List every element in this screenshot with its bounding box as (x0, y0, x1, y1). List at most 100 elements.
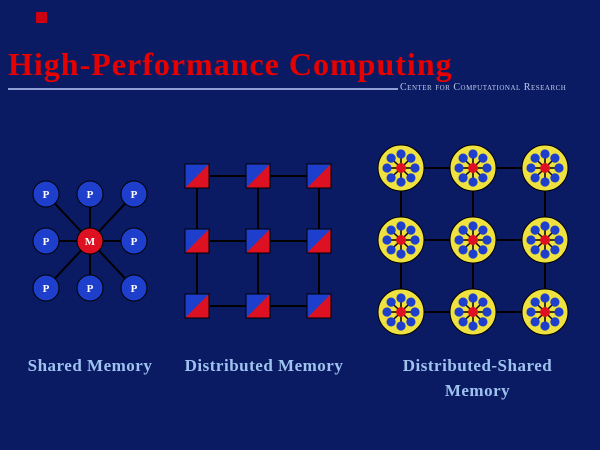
processor-node (32, 180, 60, 208)
cluster-processor-dot (386, 245, 396, 255)
corner-decoration (36, 12, 47, 23)
cluster-processor-dot (540, 221, 550, 231)
mesh-node (184, 163, 210, 189)
cluster-processor-dot (550, 317, 560, 327)
cluster-memory-dot (468, 163, 478, 173)
cluster-memory-dot (540, 235, 550, 245)
cluster-memory-dot (396, 307, 406, 317)
cluster-processor-dot (540, 321, 550, 331)
processor-node (120, 227, 148, 255)
cluster-processor-dot (554, 307, 564, 317)
cluster-processor-dot (540, 149, 550, 159)
cluster-processor-dot (468, 249, 478, 259)
cluster-processor-dot (458, 317, 468, 327)
processor-node (32, 274, 60, 302)
cluster-processor-dot (406, 297, 416, 307)
cluster-processor-dot (410, 235, 420, 245)
cluster-processor-dot (406, 153, 416, 163)
cluster-processor-dot (396, 321, 406, 331)
cluster-processor-dot (458, 245, 468, 255)
processor-node (32, 227, 60, 255)
cluster-processor-dot (530, 225, 540, 235)
cluster-memory-dot (396, 235, 406, 245)
processor-node-label: P (43, 189, 50, 201)
cluster-memory-dot (540, 163, 550, 173)
cluster-processor-dot (478, 153, 488, 163)
processor-node-label: P (43, 236, 50, 248)
cluster-processor-dot (386, 297, 396, 307)
cluster-memory-dot (396, 163, 406, 173)
mesh-node (306, 163, 332, 189)
cluster-processor-dot (478, 173, 488, 183)
cluster-processor-dot (540, 177, 550, 187)
org-subtitle: Center for Computational Research (400, 82, 567, 93)
cluster-processor-dot (550, 153, 560, 163)
cluster-processor-dot (468, 293, 478, 303)
cluster-processor-dot (550, 173, 560, 183)
cluster-memory-dot (540, 307, 550, 317)
cluster-processor-dot (478, 245, 488, 255)
processor-node (120, 180, 148, 208)
cluster-processor-dot (396, 177, 406, 187)
cluster-processor-dot (396, 293, 406, 303)
cluster-processor-dot (386, 153, 396, 163)
cluster-processor-dot (454, 163, 464, 173)
caption-distributed-memory: Distributed Memory (184, 356, 344, 375)
cluster-processor-dot (530, 297, 540, 307)
cluster-processor-dot (540, 249, 550, 259)
cluster-processor-dot (530, 317, 540, 327)
cluster-processor-dot (468, 221, 478, 231)
cluster-processor-dot (468, 321, 478, 331)
cluster-processor-dot (386, 173, 396, 183)
processor-node-label: P (131, 236, 138, 248)
cluster-processor-dot (482, 163, 492, 173)
cluster-processor-dot (478, 297, 488, 307)
cluster-processor-dot (468, 177, 478, 187)
cluster-processor-dot (396, 221, 406, 231)
cluster-processor-dot (530, 153, 540, 163)
cluster-processor-dot (406, 225, 416, 235)
cluster-processor-dot (478, 317, 488, 327)
processor-node (76, 274, 104, 302)
cluster-processor-dot (386, 317, 396, 327)
cluster-processor-dot (406, 245, 416, 255)
cluster-processor-dot (530, 173, 540, 183)
processor-node-label: P (43, 283, 50, 295)
page-title: High-Performance Computing (8, 46, 453, 82)
cluster-processor-dot (458, 153, 468, 163)
mesh-node (184, 228, 210, 254)
processor-node-label: P (87, 283, 94, 295)
processor-node-label: P (131, 283, 138, 295)
memory-node-label: M (85, 236, 96, 248)
cluster-processor-dot (468, 149, 478, 159)
distributed-memory-diagram (184, 163, 332, 319)
cluster-processor-dot (458, 297, 468, 307)
cluster-processor-dot (482, 235, 492, 245)
mesh-node (245, 163, 271, 189)
processor-node (120, 274, 148, 302)
cluster-processor-dot (482, 307, 492, 317)
caption-shared-memory: Shared Memory (27, 356, 153, 375)
cluster-processor-dot (406, 317, 416, 327)
processor-node-label: P (87, 189, 94, 201)
cluster-processor-dot (386, 225, 396, 235)
caption-distributed-shared-memory-line2: Memory (444, 381, 511, 400)
cluster-processor-dot (410, 163, 420, 173)
cluster-processor-dot (382, 235, 392, 245)
cluster-processor-dot (458, 225, 468, 235)
cluster-memory-dot (468, 307, 478, 317)
cluster-processor-dot (454, 307, 464, 317)
caption-distributed-shared-memory-line1: Distributed-Shared (402, 356, 553, 375)
cluster-processor-dot (396, 149, 406, 159)
distributed-shared-memory-diagram (377, 144, 569, 336)
cluster-processor-dot (382, 307, 392, 317)
mesh-node (306, 228, 332, 254)
cluster-processor-dot (396, 249, 406, 259)
mesh-node (184, 293, 210, 319)
cluster-processor-dot (554, 163, 564, 173)
mesh-node (245, 228, 271, 254)
title-underline (8, 88, 398, 90)
cluster-processor-dot (550, 297, 560, 307)
